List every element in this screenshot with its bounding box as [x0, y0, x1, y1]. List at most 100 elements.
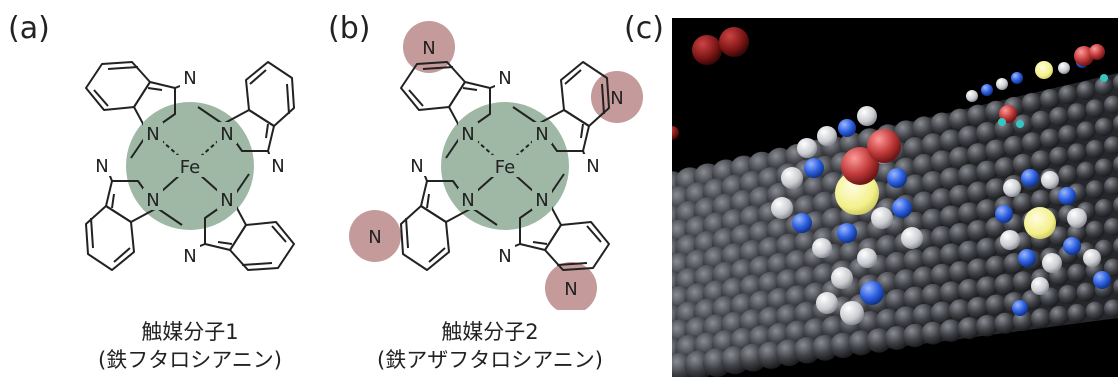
oxygen-atom-sphere — [841, 147, 879, 185]
catalyst-cluster-back — [995, 169, 1111, 316]
carbon-sphere — [1085, 99, 1105, 119]
carbon-sphere — [1012, 153, 1034, 175]
carbon-sphere — [948, 261, 972, 284]
carbon-sphere — [1030, 110, 1052, 131]
carbon-sphere — [903, 286, 927, 310]
caption-a-line1: 触媒分子1 — [141, 320, 239, 344]
atom-n-label: N — [146, 124, 159, 145]
atom-n-label: N — [498, 246, 511, 267]
carbon-sphere — [1103, 177, 1118, 196]
carbon-sphere — [976, 160, 998, 183]
atom-n-label: N — [498, 68, 511, 89]
atom-n-label: N — [461, 190, 474, 211]
atom-n-label: N — [95, 156, 108, 177]
caption-a: 触媒分子1 (鉄フタロシアニン) — [70, 318, 310, 374]
molecule-b-diagram: N N N N N N N N N N N N Fe — [349, 21, 643, 310]
nanotube-render — [672, 18, 1118, 377]
atom-n-label: N — [183, 68, 196, 89]
carbon-sphere — [948, 146, 972, 169]
carbon-sphere — [1113, 115, 1118, 132]
atom-n-label: N — [146, 190, 159, 211]
carbon-sphere — [1085, 139, 1105, 159]
carbon-sphere — [912, 303, 936, 328]
carbon-sphere — [885, 326, 909, 350]
carbon-sphere — [1021, 92, 1043, 114]
pyridine-n-label: N — [610, 88, 623, 109]
caption-a-line2: (鉄フタロシアニン) — [98, 348, 282, 372]
catalyst-cluster-far — [966, 44, 1108, 128]
carbon-sphere — [1094, 158, 1114, 177]
carbon-sphere — [994, 273, 1016, 295]
carbon-sphere — [1067, 263, 1087, 283]
carbon-sphere — [1049, 146, 1069, 167]
carbon-sphere — [1113, 237, 1118, 254]
atom-fe-label: Fe — [495, 157, 515, 178]
carbon-sphere — [1113, 278, 1118, 295]
carbon-sphere — [1113, 196, 1118, 213]
carbon-sphere — [1049, 106, 1069, 127]
panel-label-c: (c) — [624, 11, 664, 46]
carbon-sphere — [921, 246, 945, 270]
carbon-sphere — [948, 222, 972, 246]
carbon-sphere — [921, 283, 945, 307]
caption-b: 触媒分子2 (鉄アザフタロシアニン) — [340, 318, 640, 374]
carbon-sphere — [967, 104, 989, 127]
carbon-sphere — [948, 299, 972, 322]
pyridine-n-highlight — [349, 210, 401, 262]
catalyst-cluster-front — [771, 106, 923, 325]
carbon-sphere — [939, 319, 963, 342]
atom-n-label: N — [220, 190, 233, 211]
carbon-sphere — [921, 133, 945, 157]
caption-b-line1: 触媒分子2 — [441, 320, 539, 344]
carbon-sphere — [939, 243, 963, 266]
atom-n-label: N — [535, 124, 548, 145]
carbon-sphere — [1021, 132, 1043, 153]
carbon-sphere — [994, 157, 1016, 179]
carbon-sphere — [985, 178, 1007, 200]
carbon-sphere — [1076, 81, 1096, 101]
carbon-sphere — [912, 153, 936, 178]
carbon-sphere — [1103, 217, 1118, 237]
carbon-sphere — [976, 276, 998, 298]
carbon-sphere — [957, 202, 981, 225]
carbon-sphere — [1103, 136, 1118, 155]
carbon-sphere — [985, 255, 1007, 277]
carbon-sphere — [957, 240, 981, 263]
atom-n-label: N — [586, 156, 599, 177]
carbon-sphere — [903, 249, 927, 273]
carbon-sphere — [1058, 165, 1078, 185]
carbon-sphere — [939, 281, 963, 304]
carbon-sphere — [930, 263, 954, 287]
pyridine-n-label: N — [368, 227, 381, 248]
carbon-sphere — [1067, 143, 1087, 163]
carbon-sphere — [957, 317, 981, 340]
carbon-sphere — [1058, 125, 1078, 145]
panel-label-b: (b) — [328, 11, 371, 46]
carbon-sphere — [1085, 180, 1105, 199]
pyridine-n-highlight — [403, 21, 455, 73]
carbon-sphere — [921, 170, 945, 194]
carbon-sphere — [1103, 258, 1118, 277]
carbon-sphere — [976, 314, 998, 337]
carbon-sphere — [967, 296, 989, 319]
carbon-sphere — [894, 306, 918, 331]
atom-n-label: N — [271, 156, 284, 177]
carbon-sphere — [1076, 282, 1096, 302]
iron-atom-sphere — [1024, 207, 1056, 239]
pyridine-n-label: N — [422, 38, 435, 59]
carbon-sphere — [1049, 226, 1069, 247]
carbon-sphere — [921, 208, 945, 232]
carbon-sphere — [976, 199, 998, 221]
carbon-sphere — [967, 143, 989, 165]
carbon-sphere — [948, 108, 972, 131]
carbon-sphere — [903, 323, 927, 348]
carbon-sphere — [1103, 95, 1118, 114]
carbon-sphere — [976, 237, 998, 260]
carbon-sphere — [957, 278, 981, 301]
carbon-sphere — [967, 219, 989, 242]
caption-b-line2: (鉄アザフタロシアニン) — [377, 348, 603, 372]
carbon-sphere — [948, 184, 972, 208]
carbon-sphere — [1058, 85, 1078, 105]
carbon-sphere — [930, 112, 954, 136]
carbon-sphere — [930, 301, 954, 325]
